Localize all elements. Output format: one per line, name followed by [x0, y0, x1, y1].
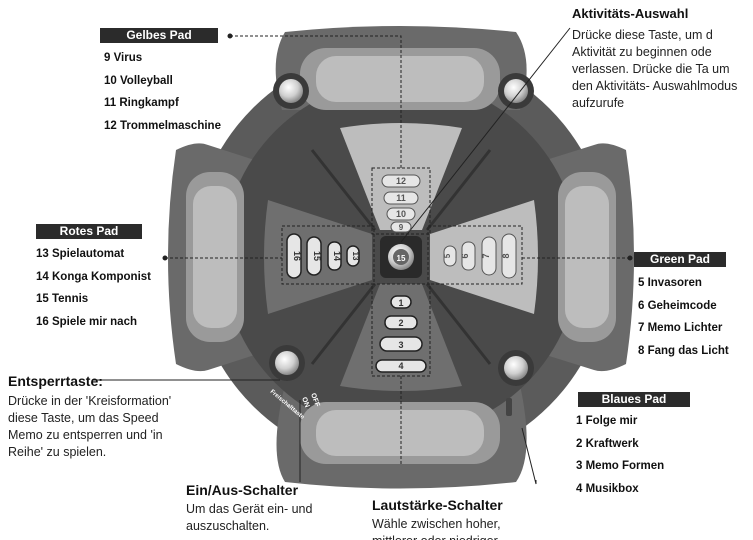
- power-switch-title: Ein/Aus-Schalter: [186, 482, 299, 498]
- device-button-label: 4: [398, 361, 403, 371]
- top-buttons: 12 11 10 9: [381, 174, 421, 233]
- bottom-buttons: 1 2 3 4: [375, 295, 427, 373]
- list-item: 15 Tennis: [36, 293, 89, 305]
- list-item: 5 Invasoren: [638, 277, 702, 289]
- volume-switch-desc: Wähle zwischen hoher, mittlerer oder nie…: [372, 517, 501, 540]
- device-button-label: 13: [351, 252, 360, 261]
- list-item: 9 Virus: [104, 52, 143, 64]
- corner-knobs: [269, 73, 534, 386]
- unlock-key-desc: Drücke in der 'Kreisformation' diese Tas…: [8, 394, 172, 459]
- volume-switch-title: Lautstärke-Schalter: [372, 497, 503, 513]
- device-button-label: 5: [443, 253, 452, 258]
- list-item: 10 Volleyball: [104, 74, 173, 87]
- center-activity-button[interactable]: [380, 236, 422, 278]
- device-button[interactable]: [375, 359, 427, 373]
- device-button[interactable]: [461, 241, 476, 271]
- yellow-pad-list: 9 Virus 10 Volleyball 11 Ringkampf 12 Tr…: [104, 47, 221, 137]
- device-button-label: 8: [501, 253, 511, 258]
- blue-pad-header: Blaues Pad: [578, 392, 690, 407]
- list-item: 13 Spielautomat: [36, 248, 125, 260]
- list-item: 4 Musikbox: [576, 482, 639, 495]
- blue-pad-list: 1 Folge mir 2 Kraftwerk 3 Memo Formen 4 …: [576, 410, 664, 500]
- device-button-label: 14: [332, 251, 342, 261]
- device-button-label: 7: [481, 253, 491, 258]
- left-buttons: 16 15 14 13: [286, 233, 360, 279]
- list-item: 14 Konga Komponist: [36, 270, 152, 283]
- device-button-label: 10: [396, 209, 406, 219]
- list-item: 8 Fang das Licht: [638, 344, 729, 357]
- unlock-key-title: Entsperrtaste:: [8, 373, 103, 389]
- device-button[interactable]: [501, 233, 517, 279]
- outer-pads: [186, 48, 616, 464]
- device-button-label: 1: [398, 298, 403, 308]
- device-button[interactable]: [384, 315, 418, 330]
- center-button-label: 15: [397, 254, 406, 263]
- red-pad-list: 13 Spielautomat 14 Konga Komponist 15 Te…: [36, 243, 151, 333]
- device-button[interactable]: [390, 221, 412, 233]
- list-item: 12 Trommelmaschine: [104, 119, 221, 132]
- green-pad-list: 5 Invasoren 6 Geheimcode 7 Memo Lichter …: [638, 272, 729, 362]
- list-item: 2 Kraftwerk: [576, 437, 639, 450]
- device-button-label: 11: [396, 193, 406, 203]
- list-item: 7 Memo Lichter: [638, 322, 723, 334]
- device-button[interactable]: [379, 336, 423, 352]
- on-label: ON: [300, 396, 310, 408]
- device-button[interactable]: [481, 236, 497, 276]
- red-pad-header: Rotes Pad: [36, 224, 142, 239]
- device-button-label: 9: [399, 223, 404, 232]
- device-button-label: 3: [398, 340, 403, 350]
- activity-select-desc: Drücke diese Taste, um d Aktivität zu be…: [572, 28, 738, 110]
- list-item: 11 Ringkampf: [104, 97, 179, 109]
- green-pad-header: Green Pad: [634, 252, 726, 267]
- yellow-pad-header: Gelbes Pad: [100, 28, 218, 43]
- device-button[interactable]: [390, 295, 412, 309]
- list-item: 3 Memo Formen: [576, 460, 665, 472]
- device-button-label: 2: [398, 318, 403, 328]
- device-button[interactable]: [386, 207, 416, 221]
- device-button-label: 16: [292, 251, 302, 261]
- list-item: 16 Spiele mir nach: [36, 315, 137, 328]
- list-item: 1 Folge mir: [576, 415, 638, 427]
- device-button[interactable]: [383, 191, 419, 205]
- device-button[interactable]: [306, 236, 322, 276]
- button-group-outlines: [281, 167, 523, 377]
- device-button-label: 12: [396, 176, 406, 186]
- power-switch-desc: Um das Gerät ein- und auszuschalten.: [186, 502, 313, 533]
- list-item: 6 Geheimcode: [638, 299, 717, 312]
- device-button[interactable]: [346, 245, 360, 267]
- device-button[interactable]: [327, 241, 342, 271]
- leader-lines: [92, 27, 633, 485]
- right-buttons: 5 6 7 8: [443, 233, 517, 279]
- device-button-label: 6: [460, 253, 470, 258]
- unlock-key-label: Freischalttaste: [269, 389, 306, 421]
- device-button[interactable]: [286, 233, 302, 279]
- device-button[interactable]: [381, 174, 421, 188]
- off-label: OFF: [309, 392, 321, 408]
- device-button[interactable]: [443, 245, 457, 267]
- activity-select-title: Aktivitäts-Auswahl: [572, 6, 689, 21]
- device-button-label: 15: [312, 251, 322, 261]
